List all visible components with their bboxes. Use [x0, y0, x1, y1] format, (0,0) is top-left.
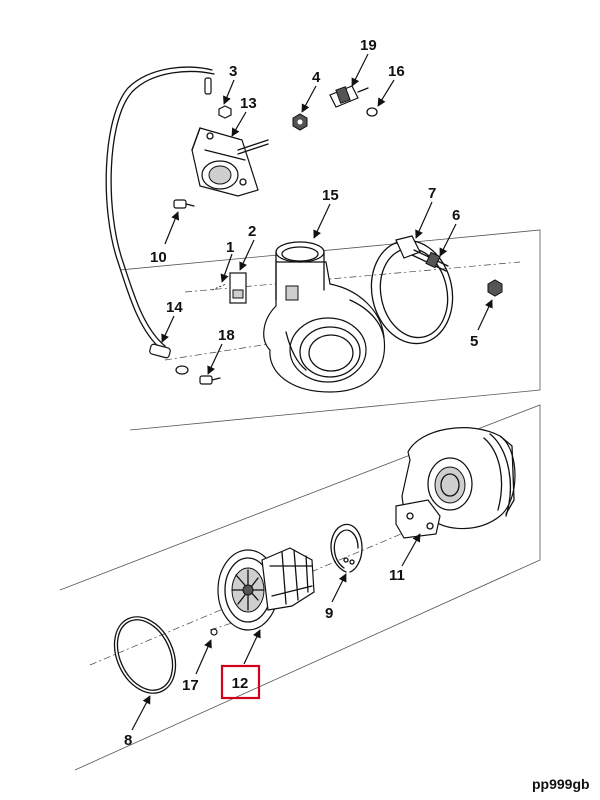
- callout-5: 5: [470, 333, 478, 350]
- callout-7: 7: [428, 185, 436, 202]
- nut: [292, 113, 308, 131]
- callout-15: 15: [322, 187, 339, 204]
- shim: [211, 283, 227, 291]
- callout-16: 16: [388, 63, 405, 80]
- callout-19: 19: [360, 37, 377, 54]
- v-band-clamp: [370, 235, 454, 345]
- callout-18: 18: [218, 327, 235, 344]
- callout-8: 8: [124, 732, 132, 749]
- sleeve: [218, 105, 232, 119]
- callout-11: 11: [389, 567, 405, 584]
- callout-9: 9: [325, 605, 333, 622]
- callout-1: 1: [226, 239, 234, 256]
- callout-17: 17: [182, 677, 199, 694]
- leader-lines: [131, 53, 493, 731]
- callouts: 3 13 4 19 16 10 1 2 15 7 6 5 14 18 11 9 …: [124, 37, 478, 749]
- actuator-bracket: [191, 127, 269, 197]
- reference-planes: [59, 229, 541, 771]
- o-ring: [366, 107, 378, 117]
- fitting: [329, 85, 369, 108]
- callout-12[interactable]: 12: [232, 675, 249, 692]
- actuator-hose: [105, 66, 213, 351]
- callout-13: 13: [240, 95, 257, 112]
- retaining-ring: [330, 523, 363, 573]
- screw-lower: [199, 375, 221, 385]
- compressor-housing: [263, 241, 386, 393]
- callout-6: 6: [452, 207, 460, 224]
- callout-3: 3: [229, 63, 237, 80]
- figure-reference-code: pp999gb: [532, 776, 590, 792]
- plate: [229, 272, 247, 304]
- tube: [149, 343, 171, 359]
- pin: [204, 77, 212, 95]
- center-housing-rotating-assembly: [217, 547, 315, 631]
- callout-14: 14: [166, 299, 183, 316]
- callout-10: 10: [150, 249, 167, 266]
- large-o-ring: [113, 616, 177, 694]
- turbine-housing: [395, 427, 516, 539]
- callout-2: 2: [248, 223, 256, 240]
- plug: [210, 628, 218, 636]
- screw: [173, 199, 195, 209]
- hose-fitting: [175, 365, 189, 375]
- clamp-nut: [487, 279, 503, 297]
- t-bolt: [411, 249, 449, 272]
- highlight-box: [220, 664, 261, 700]
- callout-4: 4: [312, 69, 321, 86]
